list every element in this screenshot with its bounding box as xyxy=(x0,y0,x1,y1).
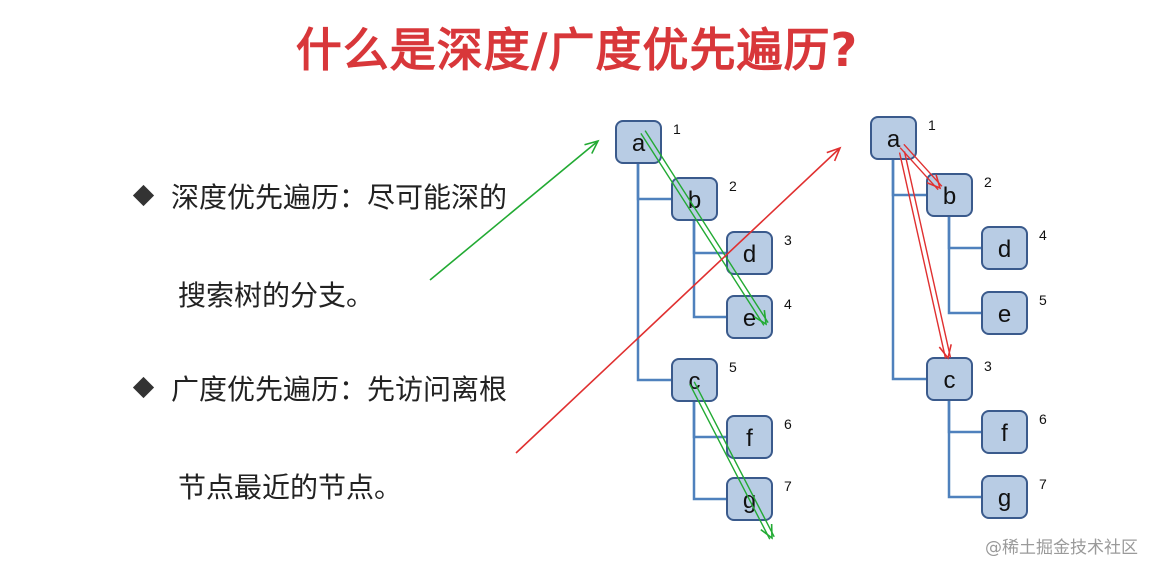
tree-node-label: f xyxy=(746,425,753,452)
tree-connector xyxy=(692,401,727,501)
traversal-arrow-line xyxy=(899,147,939,191)
bullet-dfs: 深度优先遍历：尽可能深的 xyxy=(132,178,508,218)
tree-node-label: d xyxy=(998,236,1011,263)
bullet-bfs-line2: 节点最近的节点。 xyxy=(178,471,403,504)
tree-connector xyxy=(947,216,982,250)
visit-order-number: 1 xyxy=(928,117,936,133)
traversal-arrow-line xyxy=(903,143,943,187)
tree-connector xyxy=(636,163,672,382)
arrowhead-icon xyxy=(753,310,767,326)
tree-node-e xyxy=(981,291,1028,335)
arrowhead-icon xyxy=(938,344,952,360)
tree-connector xyxy=(636,163,672,201)
visit-order-number: 6 xyxy=(784,416,792,432)
tree-node-label: d xyxy=(743,241,756,268)
page-title: 什么是深度/广度优先遍历? xyxy=(295,23,859,77)
traversal-arrow-line xyxy=(515,147,841,454)
tree-node-f xyxy=(726,415,773,459)
tree-node-label: a xyxy=(632,130,646,157)
tree-node-c xyxy=(926,357,973,401)
traversal-arrow-line xyxy=(429,140,599,281)
visit-order-number: 7 xyxy=(784,478,792,494)
arrowhead-icon xyxy=(760,523,773,540)
bullet-bfs: 广度优先遍历：先访问离根 xyxy=(132,370,508,410)
traversal-arrow-line xyxy=(640,132,765,326)
traversal-arrows xyxy=(429,130,952,540)
tree-connector xyxy=(692,401,727,439)
traversal-arrow-line xyxy=(689,383,771,540)
tree-node-f xyxy=(981,410,1028,454)
visit-order-number: 3 xyxy=(784,232,792,248)
traversal-arrow-line xyxy=(644,130,769,324)
arrowhead-icon xyxy=(584,139,600,154)
tree-node-label: g xyxy=(998,485,1011,512)
watermark: @稀土掘金技术社区 xyxy=(985,538,1138,558)
tree-node-label: c xyxy=(944,367,956,394)
visit-order-number: 2 xyxy=(729,178,737,194)
visit-order-number: 3 xyxy=(984,358,992,374)
tree-node-e xyxy=(726,295,773,339)
traversal-arrow-line xyxy=(693,381,775,538)
traversal-arrow-line xyxy=(898,152,947,359)
tree-node-label: b xyxy=(688,187,701,214)
visit-order-number: 4 xyxy=(1039,227,1047,243)
visit-order-number: 6 xyxy=(1039,411,1047,427)
bullet-dfs-line1: 深度优先遍历：尽可能深的 xyxy=(171,181,508,214)
tree-node-a xyxy=(615,120,662,164)
tree-node-label: b xyxy=(943,183,956,210)
tree-node-d xyxy=(726,231,773,275)
tree-node-b xyxy=(671,177,718,221)
tree-node-label: e xyxy=(743,305,756,332)
tree-node-d xyxy=(981,226,1028,270)
arrowhead-icon xyxy=(926,174,942,190)
arrowhead-icon xyxy=(826,146,842,162)
bullet-dfs-line2: 搜索树的分支。 xyxy=(178,279,375,312)
tree-connector xyxy=(891,159,927,381)
tree-node-label: f xyxy=(1001,420,1008,447)
tree-node-label: e xyxy=(998,301,1011,328)
tree-node-g xyxy=(981,475,1028,519)
traversal-arrow-line xyxy=(903,151,952,358)
tree-node-a xyxy=(870,116,917,160)
tree-node-label: a xyxy=(887,126,901,153)
visit-order-number: 4 xyxy=(784,296,792,312)
tree-connector xyxy=(692,220,727,319)
tree-connector xyxy=(947,400,982,499)
tree-node-c xyxy=(671,358,718,402)
visit-order-number: 5 xyxy=(1039,292,1047,308)
bfs-tree: a 1 b 2 d 4 e 5 c 3 f 6 g 7 xyxy=(870,116,1047,519)
visit-order-number: 5 xyxy=(729,359,737,375)
bullet-bfs-line1: 广度优先遍历：先访问离根 xyxy=(171,373,508,406)
tree-connector xyxy=(947,216,982,315)
visit-order-number: 1 xyxy=(673,121,681,137)
visit-order-number: 7 xyxy=(1039,476,1047,492)
visit-order-number: 2 xyxy=(984,174,992,190)
dfs-tree: a1b2d3e4c5f6g7 xyxy=(615,120,792,521)
tree-connector xyxy=(947,400,982,434)
